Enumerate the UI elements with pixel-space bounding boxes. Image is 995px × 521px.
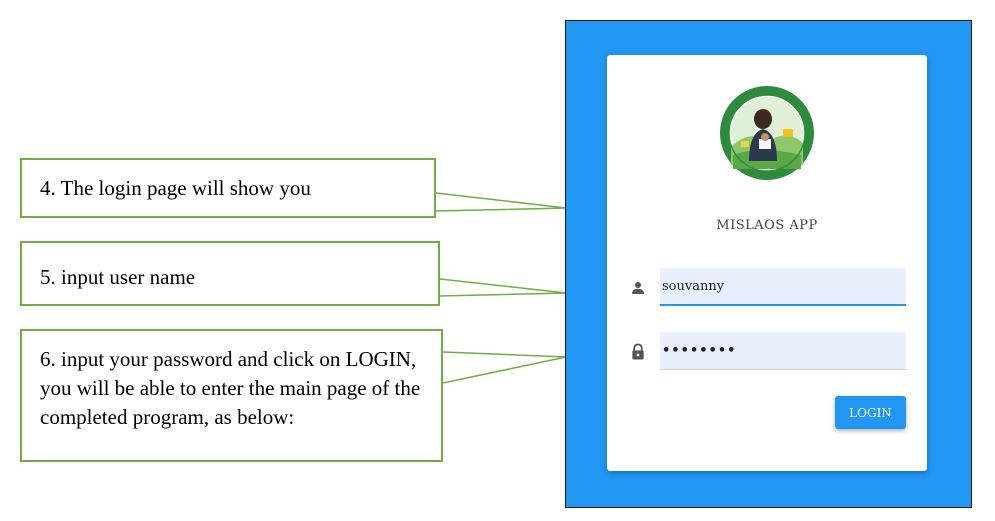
callout-step-6: 6. input your password and click on LOGI… bbox=[20, 329, 443, 462]
callout-step-5-text: 5. input user name bbox=[40, 265, 196, 289]
logo-seal bbox=[720, 86, 814, 180]
app-title: MISLAOS APP bbox=[716, 218, 818, 233]
callout-step-4: 4. The login page will show you bbox=[20, 158, 436, 218]
callout-step-4-text: 4. The login page will show you bbox=[40, 176, 311, 200]
password-input[interactable] bbox=[660, 332, 906, 370]
login-screen: MISLAOS APP LOGIN bbox=[565, 20, 972, 508]
callout-step-5: 5. input user name bbox=[20, 241, 440, 306]
username-input[interactable] bbox=[660, 268, 906, 306]
login-button[interactable]: LOGIN bbox=[835, 396, 906, 429]
person-icon bbox=[632, 282, 644, 294]
callout-step-6-text: 6. input your password and click on LOGI… bbox=[40, 347, 421, 429]
lock-icon bbox=[632, 343, 644, 360]
login-card: MISLAOS APP LOGIN bbox=[607, 55, 927, 471]
